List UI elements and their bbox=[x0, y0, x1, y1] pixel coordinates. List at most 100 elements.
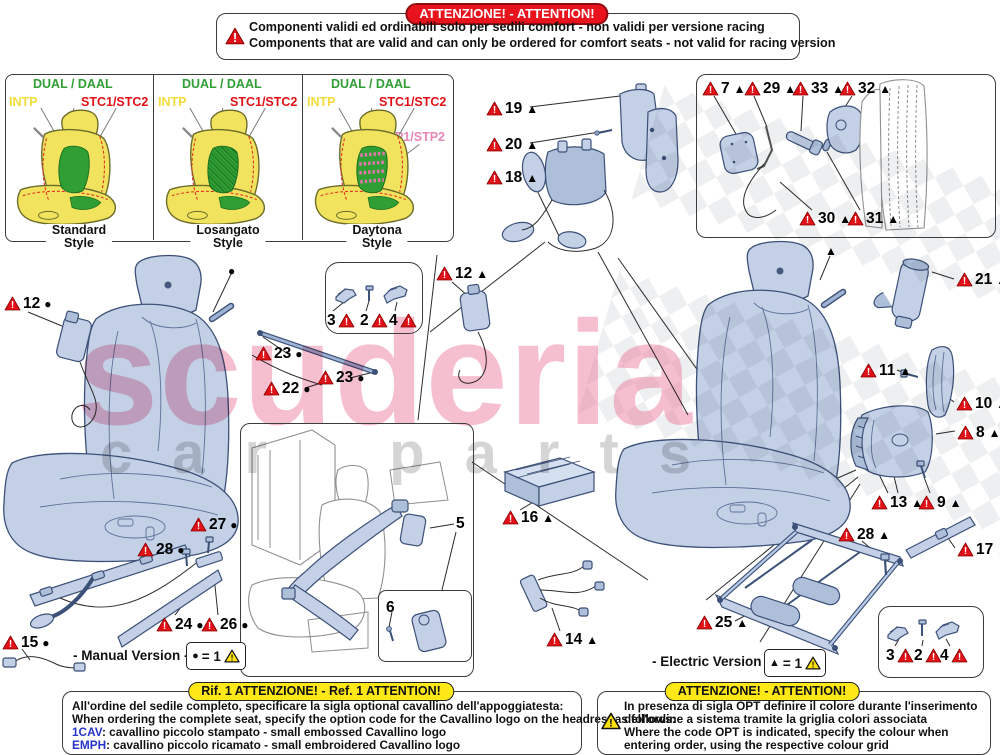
ref1-attention-title: Rif. 1 ATTENZIONE! - Ref. 1 ATTENTION! bbox=[188, 682, 454, 701]
part-callout-17-33: !17▲ bbox=[957, 541, 1000, 558]
label-stc: STC1/STC2 bbox=[81, 95, 149, 109]
part-callout-18-2: !18▲ bbox=[486, 169, 538, 186]
part-callout-19-0: !19▲ bbox=[486, 100, 538, 117]
svg-text:!: ! bbox=[925, 499, 928, 510]
style-column-daytona: DUAL / DAAL INTP STC1/STC2 STP1/STP2 Day… bbox=[303, 74, 451, 250]
ref1-line-it: All'ordine del sedile completo, specific… bbox=[72, 699, 564, 713]
manual-version-label: - Manual Version - bbox=[73, 648, 189, 663]
label-stc: STC1/STC2 bbox=[230, 95, 298, 109]
part-callout-11-22: !11▲ bbox=[860, 362, 911, 379]
label-intp: INTP bbox=[307, 95, 336, 109]
svg-text:!: ! bbox=[11, 300, 14, 311]
svg-text:!: ! bbox=[493, 141, 496, 152]
buckle-left bbox=[56, 310, 97, 428]
svg-text:!: ! bbox=[964, 429, 967, 440]
part-callout-25-34: !25▲ bbox=[696, 614, 748, 631]
part-callout-8-24: !8▲ bbox=[957, 424, 1000, 441]
part-callout-23-10: !23● bbox=[255, 345, 303, 362]
opt-line4: entering order, using the respective col… bbox=[624, 738, 889, 752]
part-callout-15-31: !15● bbox=[2, 634, 50, 651]
clips-box-bottom bbox=[878, 606, 984, 678]
svg-text:!: ! bbox=[197, 521, 200, 532]
part-callout-28-32: !28▲ bbox=[838, 526, 890, 543]
opt-line1: In presenza di sigla OPT definire il col… bbox=[624, 699, 978, 713]
part-callout-13-25: !13▲ bbox=[871, 494, 923, 511]
opt-line2: dell'ordine a sistema tramite la griglia… bbox=[624, 712, 928, 726]
screw-11 bbox=[900, 369, 919, 378]
clips-box-top bbox=[325, 262, 423, 334]
svg-text:!: ! bbox=[845, 531, 848, 542]
ref1-code1-line: 1CAV: cavallino piccolo stampato - small… bbox=[72, 725, 447, 739]
rail-trim-17 bbox=[905, 516, 976, 559]
svg-text:!: ! bbox=[553, 636, 556, 647]
retractor-6 bbox=[386, 609, 447, 653]
opt-attention-title: ATTENZIONE! - ATTENTION! bbox=[664, 682, 860, 701]
svg-text:!: ! bbox=[270, 385, 273, 396]
side-panel-8-13 bbox=[850, 405, 933, 478]
part-callout-20-1: !20▲ bbox=[486, 136, 538, 153]
seatbelt-box bbox=[240, 423, 474, 677]
dot-symbol: ● bbox=[192, 650, 199, 662]
svg-text:!: ! bbox=[144, 546, 147, 557]
top-warning-title: ATTENZIONE! - ATTENTION! bbox=[405, 3, 609, 25]
electric-version-label: - Electric Version - bbox=[652, 654, 770, 669]
svg-text:!: ! bbox=[208, 621, 211, 632]
ref1-code2-line: EMPH: cavallino piccolo ricamato - small… bbox=[72, 738, 461, 752]
ecu-module bbox=[503, 456, 596, 507]
option-code-1cav: 1CAV bbox=[72, 725, 102, 739]
banner-line-it: Componenti validi ed ordinabili solo per… bbox=[249, 20, 765, 34]
warning-icon: ! bbox=[601, 712, 621, 730]
part-callout-21-21: !21▲ bbox=[956, 271, 1000, 288]
svg-text:!: ! bbox=[230, 652, 233, 662]
electric-seat-frame bbox=[714, 516, 976, 656]
screw-9 bbox=[916, 460, 926, 479]
warning-icon: ! bbox=[224, 649, 240, 663]
svg-text:!: ! bbox=[493, 105, 496, 116]
side-panel-10 bbox=[925, 345, 955, 418]
svg-text:!: ! bbox=[262, 350, 265, 361]
svg-text:!: ! bbox=[964, 546, 967, 557]
screw-28-left bbox=[181, 548, 191, 567]
label-dual-daal: DUAL / DAAL bbox=[182, 77, 262, 91]
svg-text:!: ! bbox=[493, 174, 496, 185]
seatbelt-assembly bbox=[248, 429, 449, 653]
svg-text:!: ! bbox=[509, 514, 512, 525]
svg-text:!: ! bbox=[324, 374, 327, 385]
manual-version-legend: ● = 1 ! bbox=[186, 642, 246, 670]
part-callout-28-28: !28● bbox=[137, 541, 185, 558]
part-callout-marker-39: ▲ bbox=[825, 243, 837, 258]
panel-divider bbox=[302, 74, 304, 240]
recliner-motor-21 bbox=[873, 258, 930, 329]
part-callout-23-12: !23● bbox=[317, 369, 365, 386]
style-seat-daytona bbox=[314, 108, 420, 226]
svg-text:!: ! bbox=[443, 270, 446, 281]
part-callout-12-9: !12● bbox=[4, 295, 52, 312]
headrest-parts-group bbox=[719, 79, 928, 231]
part-callout-9-26: !9▲ bbox=[918, 494, 962, 511]
label-dual-daal: DUAL / DAAL bbox=[33, 77, 113, 91]
style-seat-standard bbox=[16, 108, 117, 226]
headrest-rod bbox=[251, 330, 378, 386]
svg-text:!: ! bbox=[812, 659, 815, 669]
retractor-box bbox=[378, 590, 472, 662]
screw-28-right bbox=[880, 553, 890, 576]
svg-text:!: ! bbox=[878, 499, 881, 510]
svg-text:!: ! bbox=[963, 400, 966, 411]
svg-text:!: ! bbox=[609, 718, 613, 730]
screw-2-top bbox=[365, 285, 374, 301]
part-callout-10-23: !10▲ bbox=[956, 395, 1000, 412]
release-cable-15 bbox=[2, 656, 86, 672]
svg-text:!: ! bbox=[703, 619, 706, 630]
screw-2-bottom bbox=[918, 619, 927, 636]
part-callout-22-11: !22● bbox=[263, 380, 311, 397]
part-callout-12-13: !12▲ bbox=[436, 265, 488, 282]
svg-text:!: ! bbox=[963, 276, 966, 287]
label-intp: INTP bbox=[158, 95, 187, 109]
